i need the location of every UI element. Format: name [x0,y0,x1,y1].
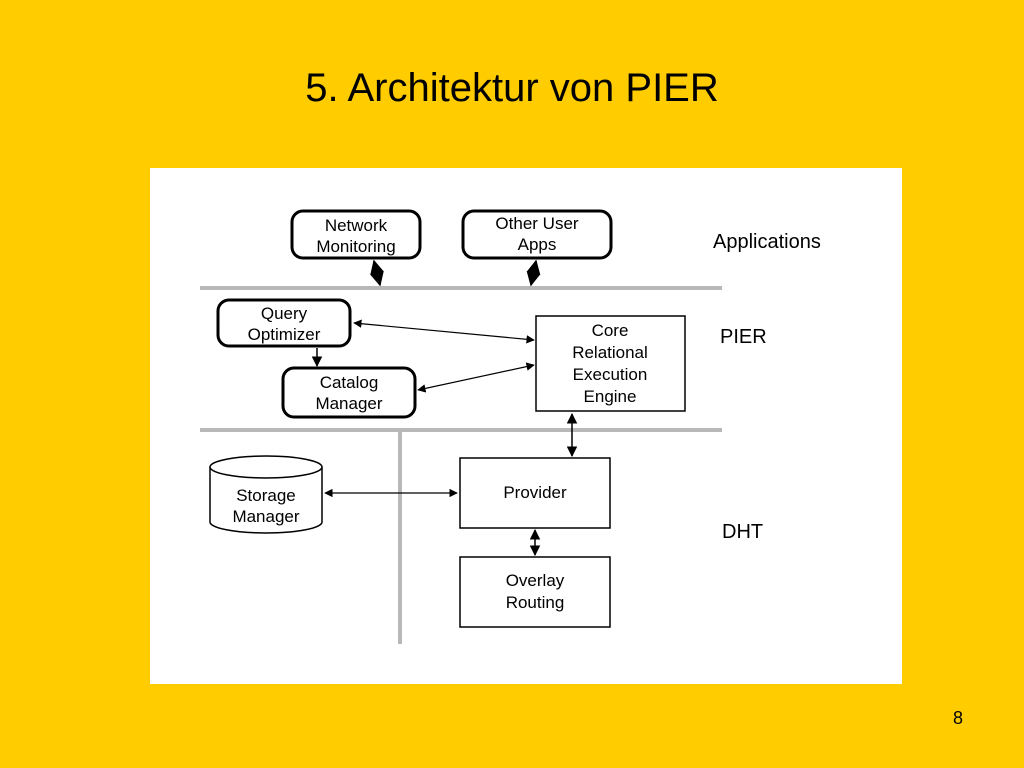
node-network-monitoring: Network Monitoring [290,209,422,260]
arrow-network-monitoring-separator [370,259,384,287]
query-optimizer-line-2: Optimizer [248,325,321,344]
slide-title: 5. Architektur von PIER [305,66,719,110]
core-engine-line-3: Execution [573,365,648,384]
node-other-user-apps: Other User Apps [461,209,613,260]
core-engine-line-4: Engine [584,387,637,406]
node-catalog-manager: Catalog Manager [281,366,417,419]
arrow-catalog-manager-core-engine [417,362,535,393]
network-monitoring-line-1: Network [325,216,388,235]
storage-manager-line-2: Manager [232,507,299,526]
layer-label-dht: DHT [722,521,763,543]
core-engine-line-1: Core [592,321,629,340]
overlay-routing-line-1: Overlay [506,571,565,590]
node-provider: Provider [459,457,611,529]
storage-manager-line-1: Storage [236,486,296,505]
catalog-manager-line-2: Manager [315,394,382,413]
node-core-relational-execution-engine: Core Relational Execution Engine [535,315,686,412]
query-optimizer-line-1: Query [261,304,308,323]
node-overlay-routing: Overlay Routing [459,556,611,628]
arrow-query-optimizer-core-engine [353,319,535,344]
core-engine-line-2: Relational [572,343,648,362]
page-number: 8 [952,708,963,728]
node-query-optimizer: Query Optimizer [216,298,352,348]
layer-label-pier: PIER [720,326,767,348]
other-user-apps-line-2: Apps [518,235,557,254]
arrow-other-user-apps-separator [526,259,541,287]
other-user-apps-line-1: Other User [495,214,578,233]
layer-label-applications: Applications [713,231,821,253]
catalog-manager-line-1: Catalog [320,373,379,392]
node-storage-manager: Storage Manager [209,455,323,534]
network-monitoring-line-2: Monitoring [316,237,395,256]
provider-label: Provider [503,483,567,502]
architecture-diagram: Applications PIER DHT Network Monitoring… [150,168,902,684]
overlay-routing-line-2: Routing [506,593,565,612]
